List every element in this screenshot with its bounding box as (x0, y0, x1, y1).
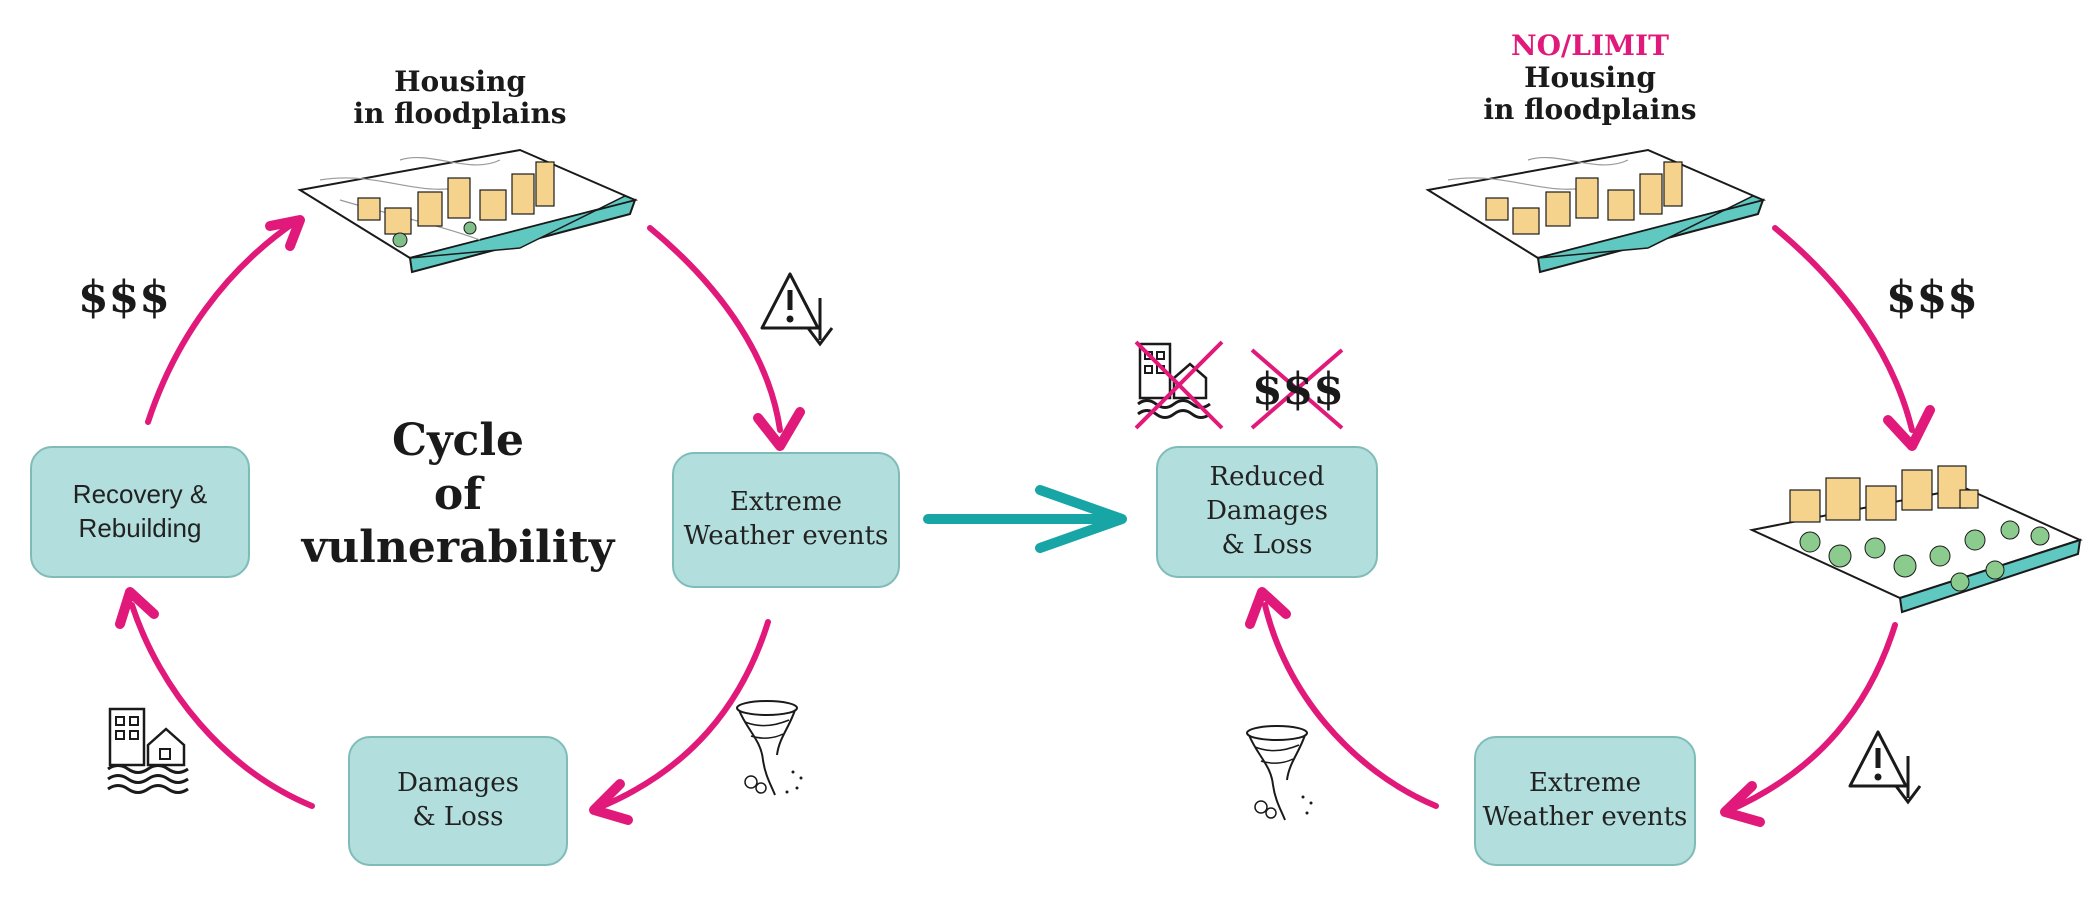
arrowhead-damages-to-recovery (115, 587, 159, 629)
teal-arrow-icon (923, 485, 1127, 553)
right-money-label: $$$ (1886, 272, 1978, 323)
extreme-weather-node: Extreme Weather events (672, 452, 900, 588)
reduced-line2: Damages (1206, 496, 1328, 527)
cycle-title: Cycle of vulnerability (268, 414, 648, 575)
recovery-line2: Rebuilding (78, 513, 202, 543)
nolimit-label: NO/LIMIT (1511, 29, 1669, 62)
arrow-extreme-to-reduced (1262, 602, 1439, 809)
arrowhead-extreme-to-damages (589, 779, 633, 825)
arrow-green-to-extreme (1727, 622, 1898, 813)
damages-node: Damages & Loss (348, 736, 568, 866)
arrowhead-housing-to-extreme (753, 407, 805, 451)
arrowhead-green-to-extreme (1720, 781, 1765, 827)
cycle-title-line2: of (433, 468, 483, 520)
recovery-node: Recovery & Rebuilding (30, 446, 250, 578)
reduced-line3: & Loss (1221, 529, 1313, 560)
damages-line2: & Loss (412, 802, 504, 832)
damages-line1: Damages (397, 768, 519, 799)
housing-label-line2: in floodplains (353, 97, 567, 131)
money-label: $$$ (78, 272, 170, 323)
floodplain-housing-illustration (297, 148, 639, 274)
arrow-right-housing-to-green (1772, 225, 1915, 433)
arrowhead-recovery-to-housing (265, 215, 305, 251)
crossed-flooded-house-icon (1134, 340, 1224, 430)
right-extreme-line2: Weather events (1482, 802, 1688, 832)
housing-label: Housing in floodplains (330, 65, 590, 131)
arrowhead-right-housing-to-green (1883, 405, 1935, 451)
right-extreme-line1: Extreme (1529, 768, 1641, 799)
housing-label-line1: Housing (394, 65, 526, 98)
arrow-recovery-to-housing (145, 219, 298, 425)
reduced-line1: Reduced (1209, 462, 1325, 493)
extreme-line2: Weather events (683, 521, 889, 551)
flooded-house-icon (107, 707, 189, 794)
floodplain-housing-illustration-right (1425, 148, 1767, 274)
tornado-icon-right (1246, 725, 1313, 821)
extreme-line1: Extreme (730, 487, 842, 518)
warning-down-icon-right (1848, 730, 1922, 805)
right-housing-label: NO/LIMIT Housing in floodplains (1460, 29, 1720, 127)
right-housing-line2: in floodplains (1483, 93, 1697, 127)
arrow-extreme-to-damages (595, 619, 771, 811)
cycle-title-line1: Cycle (391, 415, 525, 466)
right-housing-line1: Housing (1524, 61, 1656, 95)
reduced-damages-node: Reduced Damages & Loss (1156, 446, 1378, 578)
arrow-damages-to-recovery (129, 602, 315, 809)
right-extreme-weather-node: Extreme Weather events (1474, 736, 1696, 866)
arrowhead-extreme-to-reduced (1245, 587, 1291, 629)
tornado-icon (736, 700, 803, 796)
warning-down-icon (760, 272, 834, 347)
green-floodplain-illustration (1748, 465, 2083, 614)
crossed-money-label: $$$ (1252, 364, 1344, 415)
recovery-line1: Recovery & (72, 479, 208, 510)
arrow-housing-to-extreme (647, 225, 783, 433)
cycle-title-line3: vulnerability (301, 522, 615, 574)
crossed-money-icon (1250, 348, 1344, 430)
